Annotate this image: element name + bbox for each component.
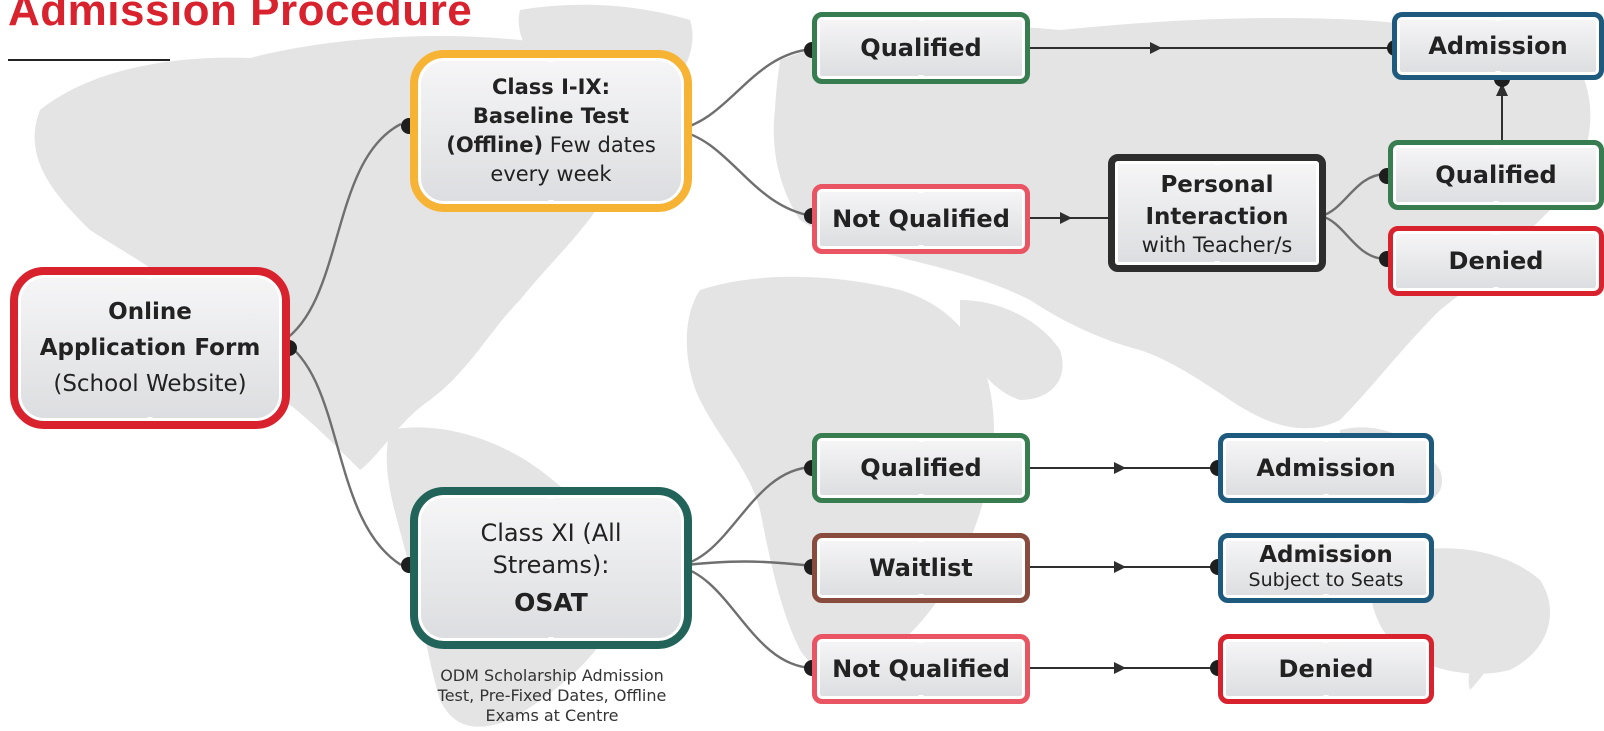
arrowhead-pi-qualified-to-admission: [1496, 83, 1508, 96]
top-not-qualified-label: Not Qualified: [832, 205, 1010, 233]
osat-waitlist-label: Waitlist: [869, 554, 973, 582]
connector-osat-to-not-qualified: [675, 564, 813, 670]
connector-interaction-to-denied: [1320, 214, 1386, 261]
arrowhead-qualified-to-admission: [1150, 42, 1162, 54]
connector-interaction-to-qualified: [1320, 172, 1386, 218]
personal-interaction-line1: Personal: [1160, 172, 1274, 198]
connector-form-to-osat: [282, 339, 402, 567]
baseline-line1: Class I-IX:: [491, 75, 611, 99]
connector-osat-to-qualified: [675, 465, 813, 568]
osat-admission-node: Admission: [1218, 433, 1434, 503]
osat-caption-line3: Exams at Centre: [485, 706, 619, 725]
arrowhead-not-qualified-to-denied: [1114, 662, 1126, 674]
page-title: Admission Procedure: [8, 0, 473, 35]
osat-denied-node: Denied: [1218, 634, 1434, 704]
arrowhead-waitlist-to-admission: [1114, 561, 1126, 573]
top-admission-label: Admission: [1428, 32, 1568, 60]
personal-interaction-line3: with Teacher/s: [1141, 233, 1293, 257]
pi-denied-label: Denied: [1448, 247, 1544, 275]
pi-denied-node: Denied: [1388, 226, 1604, 296]
osat-caption-line2: Test, Pre-Fixed Dates, Offline: [437, 686, 667, 705]
osat-caption-line1: ODM Scholarship Admission: [440, 666, 664, 685]
connector-baseline-to-not-qualified: [675, 128, 813, 218]
osat-admission-label: Admission: [1256, 454, 1396, 482]
baseline-offline-label: (Offline): [446, 133, 544, 157]
top-admission-node: Admission: [1392, 12, 1604, 80]
connector-osat-to-waitlist: [675, 560, 813, 568]
osat-caption: ODM Scholarship Admission Test, Pre-Fixe…: [400, 666, 704, 726]
pi-qualified-node: Qualified: [1388, 140, 1604, 210]
osat-qualified-label: Qualified: [860, 454, 982, 482]
baseline-test-node: Class I-IX: Baseline Test (Offline) Few …: [410, 50, 692, 212]
baseline-line2: Baseline Test: [472, 104, 630, 128]
osat-line2: Streams):: [492, 551, 610, 579]
osat-admission-seats-node: Admission Subject to Seats: [1218, 533, 1434, 603]
osat-line1: Class XI (All: [480, 519, 622, 547]
osat-qualified-node: Qualified: [812, 433, 1030, 503]
arrowhead-osat-qualified-to-admission: [1114, 462, 1126, 474]
osat-waitlist-node: Waitlist: [812, 533, 1030, 603]
top-not-qualified-node: Not Qualified: [812, 184, 1030, 254]
osat-node: Class XI (All Streams): OSAT: [410, 487, 692, 649]
online-form-line2: Application Form: [39, 335, 261, 361]
osat-denied-label: Denied: [1278, 655, 1374, 683]
baseline-line4: every week: [490, 162, 612, 186]
osat-admission-seats-line2: Subject to Seats: [1248, 569, 1404, 591]
osat-not-qualified-label: Not Qualified: [832, 655, 1010, 683]
personal-interaction-node: Personal Interaction with Teacher/s: [1108, 154, 1326, 272]
new-zealand-shape: [1468, 610, 1506, 690]
online-form-line3: (School Website): [53, 371, 247, 397]
online-application-form-node: Online Application Form (School Website): [10, 267, 290, 429]
baseline-dates-label: Few dates: [543, 133, 656, 157]
top-qualified-label: Qualified: [860, 34, 982, 62]
top-qualified-node: Qualified: [812, 12, 1030, 84]
arrowhead-not-qualified-to-interaction: [1060, 212, 1072, 224]
online-form-line1: Online: [108, 299, 192, 325]
connector-baseline-to-qualified: [675, 47, 813, 132]
arabia-shape: [960, 300, 1063, 400]
pi-qualified-label: Qualified: [1435, 161, 1557, 189]
osat-not-qualified-node: Not Qualified: [812, 634, 1030, 704]
osat-admission-seats-line1: Admission: [1259, 542, 1393, 568]
osat-line3: OSAT: [514, 588, 588, 617]
baseline-line3: (Offline) Few dates: [446, 131, 656, 160]
title-underline: [8, 59, 170, 61]
connector-form-to-baseline: [282, 122, 402, 342]
personal-interaction-line2: Interaction: [1145, 204, 1289, 230]
